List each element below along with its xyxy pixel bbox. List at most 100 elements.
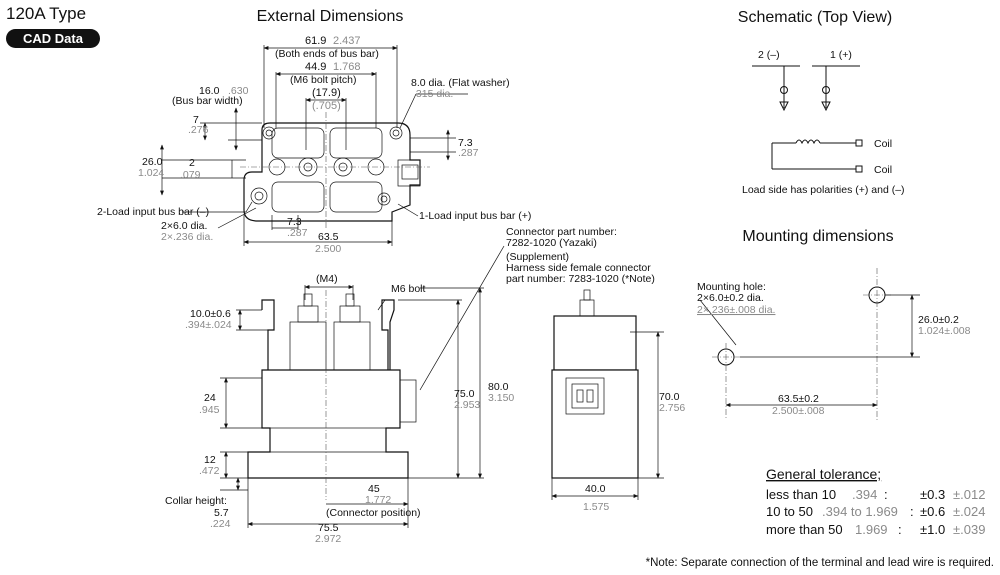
washer-label-in: .315 dia. bbox=[413, 88, 453, 100]
dim-44-9: 44.9 bbox=[305, 61, 326, 73]
dim-7-3-right-in: .287 bbox=[458, 147, 479, 159]
dim-61-9-in: 2.437 bbox=[333, 35, 361, 47]
dim-61-9-note: (Both ends of bus bar) bbox=[275, 48, 379, 60]
tol-row-3-b: 1.969 bbox=[855, 522, 888, 537]
dim-10: 10.0±0.6 bbox=[190, 308, 231, 320]
tol-row-3-a: more than 50 bbox=[766, 522, 843, 537]
tolerance-title: General tolerance; bbox=[766, 466, 881, 482]
tol-row-3-c: : bbox=[898, 522, 902, 537]
hole-dia: 2×6.0 dia. bbox=[161, 220, 207, 232]
type-label: 120A Type bbox=[6, 4, 86, 23]
dim-80: 80.0 bbox=[488, 381, 509, 393]
m6-bolt-label: M6 bolt bbox=[391, 283, 426, 295]
tol-row-1-d: ±0.3 bbox=[920, 487, 945, 502]
cad-data-badge[interactable]: CAD Data bbox=[6, 29, 100, 48]
dim-2-in: .079 bbox=[180, 169, 201, 181]
mounting-diagram bbox=[699, 268, 920, 420]
mount-h-in: 2.500±.008 bbox=[772, 405, 825, 417]
dim-45: 45 bbox=[368, 483, 380, 495]
mount-v-in: 1.024±.008 bbox=[918, 325, 971, 337]
dim-5-7-in: .224 bbox=[210, 518, 231, 530]
tol-row-1-e: ±.012 bbox=[953, 487, 985, 502]
dim-26: 26.0 bbox=[142, 156, 163, 168]
tol-row-2-b: .394 to 1.969 bbox=[822, 504, 898, 519]
tol-row-2-c: : bbox=[910, 504, 914, 519]
bus-width-note: (Bus bar width) bbox=[172, 95, 243, 107]
mount-hole-3: 2×.236±.008 dia. bbox=[697, 304, 775, 316]
dim-75: 75.0 bbox=[454, 388, 475, 400]
m4-label: (M4) bbox=[316, 273, 338, 285]
schematic-title: Schematic (Top View) bbox=[738, 9, 892, 26]
load-input-plus: 1-Load input bus bar (+) bbox=[419, 210, 531, 222]
dim-10-in: .394±.024 bbox=[185, 319, 232, 331]
footnote: *Note: Separate connection of the termin… bbox=[646, 557, 994, 569]
connector-position: (Connector position) bbox=[326, 507, 421, 519]
dim-12-in: .472 bbox=[199, 465, 220, 477]
dim-26-in: 1.024 bbox=[138, 167, 164, 179]
dim-7-3-bottom: 7.3 bbox=[287, 216, 302, 228]
dim-24: 24 bbox=[204, 392, 216, 404]
dim-44-9-in: 1.768 bbox=[333, 61, 361, 73]
load-input-minus: 2-Load input bus bar (–) bbox=[97, 206, 209, 218]
tol-row-3-e: ±.039 bbox=[953, 522, 985, 537]
dim-7-in: .276 bbox=[188, 124, 209, 136]
connector-line-4: Harness side female connector bbox=[506, 262, 651, 274]
tol-row-2-e: ±.024 bbox=[953, 504, 985, 519]
mounting-title: Mounting dimensions bbox=[742, 228, 893, 245]
dim-75-in: 2.953 bbox=[454, 399, 480, 411]
terminal-2: 2 (–) bbox=[758, 49, 780, 61]
dim-7-3-bottom-in: .287 bbox=[287, 227, 308, 239]
dim-17-9: (17.9) bbox=[312, 87, 341, 99]
dim-40: 40.0 bbox=[585, 483, 606, 495]
cad-badge-label: CAD Data bbox=[23, 31, 84, 46]
tol-row-3-d: ±1.0 bbox=[920, 522, 945, 537]
polarity-note: Load side has polarities (+) and (–) bbox=[742, 184, 905, 196]
schematic bbox=[752, 65, 863, 173]
dim-2: 2 bbox=[189, 157, 195, 169]
dim-61-9: 61.9 bbox=[305, 35, 326, 47]
tolerance-table: less than 10 .394 : ±0.3 ±.012 10 to 50 … bbox=[766, 487, 985, 537]
coil-2: Coil bbox=[874, 164, 892, 176]
dim-70-in: 2.756 bbox=[659, 402, 685, 414]
tol-row-2-d: ±0.6 bbox=[920, 504, 945, 519]
dim-70: 70.0 bbox=[659, 391, 680, 403]
external-title: External Dimensions bbox=[257, 8, 404, 25]
connector-line-3: (Supplement) bbox=[506, 251, 569, 263]
bus-width: 16.0 bbox=[199, 85, 220, 97]
dim-44-9-note: (M6 bolt pitch) bbox=[290, 74, 357, 86]
dim-63-5-in: 2.500 bbox=[315, 243, 341, 255]
dim-7: 7 bbox=[193, 114, 199, 126]
hole-dia-in: 2×.236 dia. bbox=[161, 231, 213, 243]
front-view bbox=[220, 285, 484, 528]
connector-line-5: part number: 7283-1020 (*Note) bbox=[506, 273, 655, 285]
side-view bbox=[551, 289, 664, 500]
bus-width-in: .630 bbox=[228, 85, 249, 97]
dim-7-3-right: 7.3 bbox=[458, 137, 473, 149]
mount-v: 26.0±0.2 bbox=[918, 314, 959, 326]
dim-40-in: 1.575 bbox=[583, 501, 609, 513]
connector-line-1: Connector part number: bbox=[506, 226, 617, 238]
dim-17-9-in: (.705) bbox=[312, 100, 341, 112]
connector-leader bbox=[419, 245, 505, 391]
dim-45-in: 1.772 bbox=[365, 494, 391, 506]
washer-label: 8.0 dia. (Flat washer) bbox=[411, 77, 510, 89]
coil-1: Coil bbox=[874, 138, 892, 150]
tol-row-1-c: : bbox=[884, 487, 888, 502]
mount-hole-2: 2×6.0±0.2 dia. bbox=[697, 292, 764, 304]
tol-row-1-b: .394 bbox=[852, 487, 877, 502]
mount-hole-1: Mounting hole: bbox=[697, 281, 766, 293]
tol-row-2-a: 10 to 50 bbox=[766, 504, 813, 519]
top-view bbox=[160, 45, 468, 246]
tol-row-1-a: less than 10 bbox=[766, 487, 836, 502]
dim-5-7: 5.7 bbox=[214, 507, 229, 519]
dim-75-5-in: 2.972 bbox=[315, 533, 341, 545]
dim-24-in: .945 bbox=[199, 404, 220, 416]
dim-75-5: 75.5 bbox=[318, 522, 339, 534]
connector-line-2: 7282-1020 (Yazaki) bbox=[506, 237, 597, 249]
collar-label: Collar height: bbox=[165, 495, 227, 507]
dim-80-in: 3.150 bbox=[488, 392, 514, 404]
terminal-1: 1 (+) bbox=[830, 49, 852, 61]
mount-h: 63.5±0.2 bbox=[778, 393, 819, 405]
dim-63-5: 63.5 bbox=[318, 231, 339, 243]
